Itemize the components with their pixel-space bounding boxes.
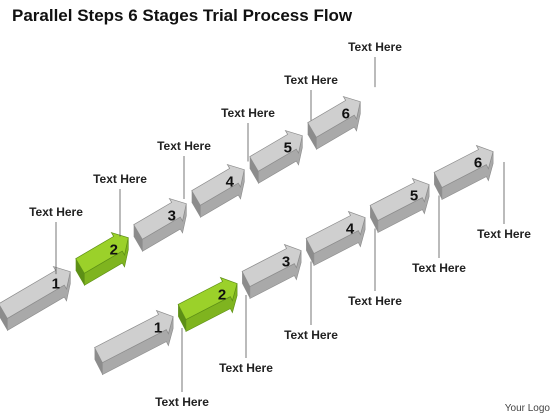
step-arrow-2 xyxy=(75,231,129,286)
step-arrow-3 xyxy=(133,197,187,252)
step-label: Text Here xyxy=(93,172,147,186)
step-label: Text Here xyxy=(348,40,402,54)
step-arrow-6 xyxy=(307,95,361,150)
step-label: Text Here xyxy=(221,106,275,120)
step-label: Text Here xyxy=(477,227,531,241)
step-number: 6 xyxy=(342,106,350,123)
step-number: 4 xyxy=(226,174,235,191)
step-number: 3 xyxy=(168,208,176,225)
step-arrow-3 xyxy=(241,243,302,300)
step-arrow-1 xyxy=(0,265,71,331)
step-number: 2 xyxy=(110,242,118,259)
step-label: Text Here xyxy=(412,261,466,275)
step-arrow-5 xyxy=(369,177,430,234)
step-label: Text Here xyxy=(348,294,402,308)
step-label: Text Here xyxy=(29,205,83,219)
step-label: Text Here xyxy=(284,73,338,87)
step-number: 4 xyxy=(346,221,355,238)
step-label: Text Here xyxy=(219,361,273,375)
step-arrow-4 xyxy=(191,163,245,218)
step-number: 2 xyxy=(218,287,226,304)
page-title: Parallel Steps 6 Stages Trial Process Fl… xyxy=(12,6,353,25)
footer-logo-text: Your Logo xyxy=(504,403,550,414)
step-number: 3 xyxy=(282,254,290,271)
step-arrow-1 xyxy=(94,309,174,376)
step-number: 5 xyxy=(410,188,418,205)
step-label: Text Here xyxy=(155,395,209,409)
step-arrow-5 xyxy=(249,129,303,184)
step-arrow-6 xyxy=(433,144,494,201)
step-number: 1 xyxy=(154,320,162,337)
step-arrow-4 xyxy=(305,210,366,267)
step-arrow-2 xyxy=(177,276,238,333)
step-number: 5 xyxy=(284,140,292,157)
step-number: 1 xyxy=(52,276,60,293)
step-number: 6 xyxy=(474,155,482,172)
step-label: Text Here xyxy=(284,328,338,342)
step-label: Text Here xyxy=(157,139,211,153)
